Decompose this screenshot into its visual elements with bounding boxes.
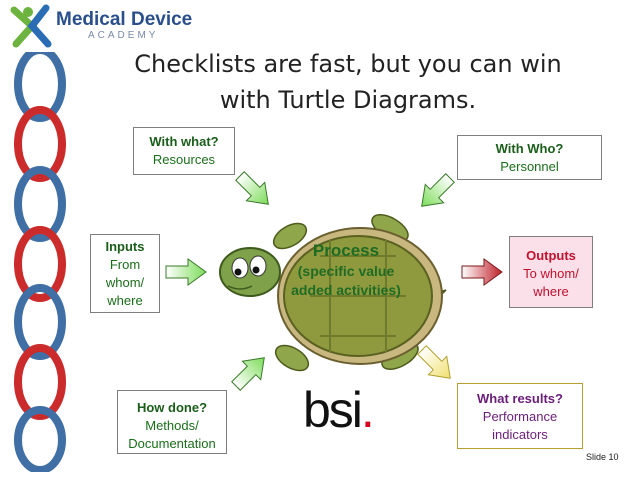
- with-who-box: With Who? Personnel: [457, 135, 602, 180]
- chain-links-decoration: [14, 52, 66, 472]
- inputs-line-2: whom/: [105, 275, 145, 290]
- medical-device-academy-logo-icon: [10, 4, 52, 48]
- title-line-2: with Turtle Diagrams.: [219, 86, 477, 114]
- process-label: Process (specific value added activities…: [266, 240, 426, 300]
- chain-link-blue: [14, 406, 66, 472]
- slide-number: Slide 10: [586, 452, 619, 462]
- logo-text: Medical Device ACADEMY: [56, 10, 192, 42]
- inputs-box: Inputs From whom/ where: [90, 234, 160, 313]
- inputs-line-1: From: [109, 257, 141, 272]
- how-done-box: How done? Methods/ Documentation: [117, 390, 227, 454]
- with-what-text: Resources: [152, 152, 216, 167]
- outputs-arrow-icon: [461, 258, 503, 286]
- with-what-heading: With what?: [149, 134, 219, 149]
- with-who-text: Personnel: [500, 159, 559, 174]
- chain-link-blue: [14, 284, 66, 360]
- bsi-logo-text: bsi: [303, 382, 363, 438]
- process-heading: Process: [312, 241, 380, 260]
- chain-link-red: [14, 106, 66, 182]
- outputs-heading: Outputs: [526, 248, 576, 263]
- with-who-heading: With Who?: [495, 141, 564, 156]
- slide-title: Checklists are fast, but you can win wit…: [98, 46, 598, 118]
- what-results-box: What results? Performance indicators: [457, 383, 583, 449]
- what-results-arrow-icon: [412, 340, 460, 388]
- logo-name: Medical Device: [56, 9, 193, 30]
- outputs-line-2: where: [533, 284, 569, 299]
- logo-sub: ACADEMY: [88, 30, 159, 41]
- what-results-line-1: Performance: [482, 409, 558, 424]
- chain-link-blue: [14, 166, 66, 242]
- how-done-line-1: Methods/: [145, 418, 199, 433]
- what-results-heading: What results?: [477, 391, 563, 406]
- bsi-logo-dot: .: [360, 382, 375, 438]
- with-what-arrow-icon: [230, 166, 278, 214]
- inputs-heading: Inputs: [105, 239, 145, 254]
- process-line-2: added activities): [291, 282, 401, 298]
- inputs-arrow-icon: [165, 258, 207, 286]
- bsi-logo: bsi.: [303, 382, 375, 438]
- inputs-line-3: where: [107, 293, 143, 308]
- process-line-1: (specific value: [297, 263, 395, 279]
- title-line-1: Checklists are fast, but you can win: [134, 50, 562, 78]
- chain-link-red: [14, 344, 66, 420]
- outputs-line-1: To whom/: [523, 266, 579, 281]
- chain-link-red: [14, 226, 66, 302]
- with-what-box: With what? Resources: [133, 127, 235, 175]
- outputs-box: Outputs To whom/ where: [509, 236, 593, 308]
- how-done-line-2: Documentation: [128, 436, 216, 451]
- with-who-arrow-icon: [412, 168, 460, 216]
- chain-link-blue: [14, 52, 66, 122]
- how-done-heading: How done?: [136, 400, 208, 415]
- what-results-line-2: indicators: [492, 427, 548, 442]
- how-done-arrow-icon: [226, 348, 274, 396]
- turtle-illustration: [219, 214, 447, 372]
